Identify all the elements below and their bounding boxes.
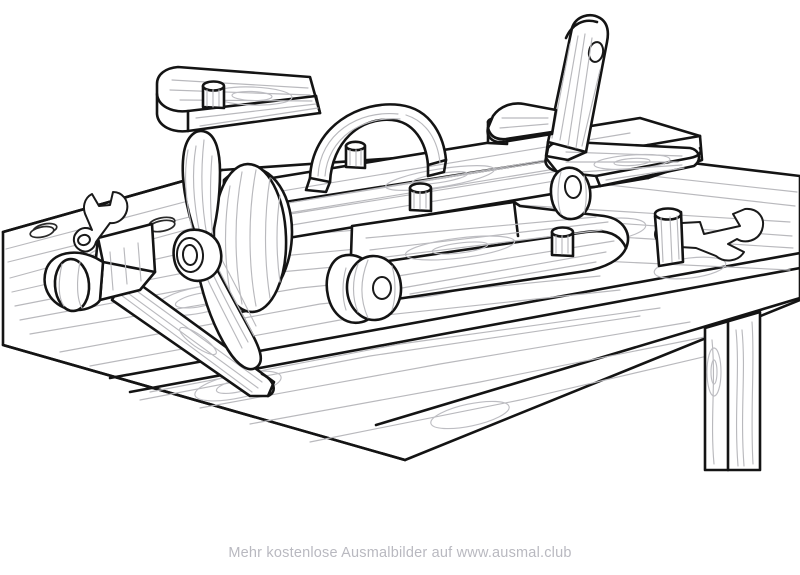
dowel-peg bbox=[550, 226, 575, 258]
propeller bbox=[172, 129, 263, 371]
dowel-peg bbox=[408, 182, 433, 213]
workbench-leg bbox=[703, 310, 762, 472]
tail-fin bbox=[544, 14, 610, 162]
toy-airplane bbox=[155, 14, 704, 371]
wrench-right bbox=[653, 207, 764, 268]
upper-wing bbox=[155, 65, 322, 133]
footer-bar: Mehr kostenlose Ausmalbilder auf www.aus… bbox=[0, 530, 800, 575]
bench-holes bbox=[29, 216, 176, 239]
tail-stabilizer bbox=[486, 102, 558, 144]
front-wheel bbox=[325, 253, 403, 325]
dowel-peg bbox=[201, 80, 226, 110]
line-art-svg bbox=[1, 14, 800, 472]
footer-credit-text: Mehr kostenlose Ausmalbilder auf www.aus… bbox=[228, 544, 572, 561]
dowel-peg bbox=[344, 140, 367, 170]
wrench-left bbox=[72, 191, 129, 253]
rear-wheel bbox=[549, 166, 592, 221]
artwork-canvas bbox=[1, 14, 800, 472]
nose-disc bbox=[212, 162, 294, 314]
hammer bbox=[43, 222, 276, 398]
cockpit-arch bbox=[304, 103, 448, 194]
